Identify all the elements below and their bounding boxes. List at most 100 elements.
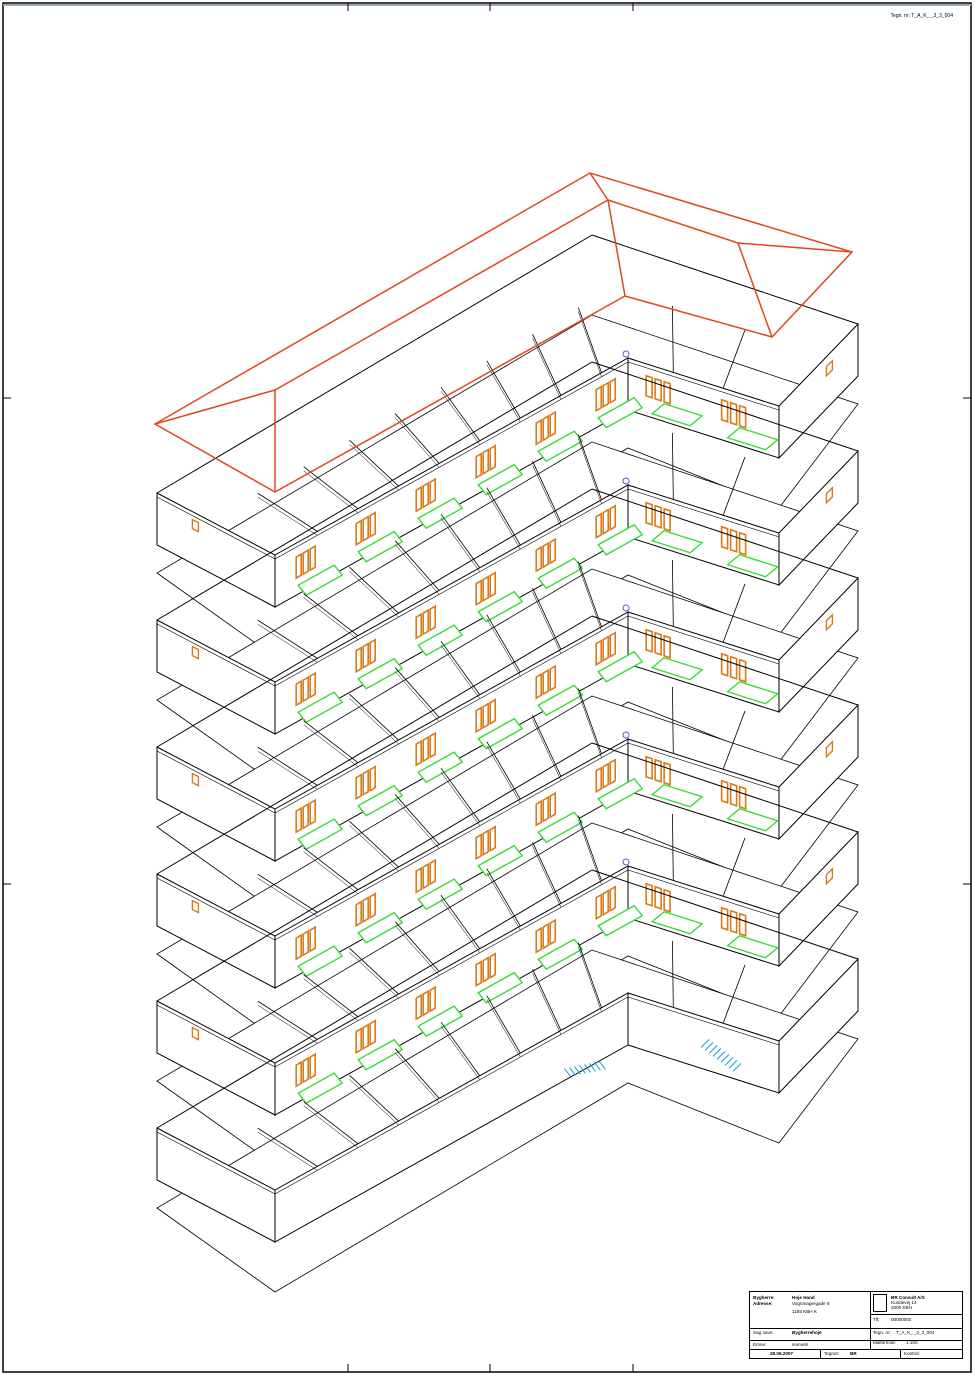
window xyxy=(535,799,543,827)
partition-wall xyxy=(532,460,562,523)
balcony xyxy=(537,557,584,590)
partition-wall xyxy=(532,846,562,908)
stair-step xyxy=(594,1062,601,1071)
window xyxy=(475,579,483,607)
partition-wall xyxy=(440,513,481,568)
partition-wall xyxy=(578,438,602,504)
partition-wall xyxy=(440,518,480,572)
wall-back-wing xyxy=(591,615,859,706)
partition-wall xyxy=(672,305,674,373)
wall-back-wing xyxy=(591,742,859,833)
partition-wall xyxy=(394,921,440,972)
balcony xyxy=(537,684,584,717)
window xyxy=(535,926,543,954)
window xyxy=(475,706,483,734)
wall-inner-edge xyxy=(156,496,276,560)
window xyxy=(482,829,490,857)
window xyxy=(309,544,316,572)
balcony xyxy=(477,590,524,623)
balcony xyxy=(726,807,780,832)
wall-right-end xyxy=(778,322,859,460)
stair-step xyxy=(579,1065,586,1074)
address-line-2: 1165 KBH K xyxy=(792,1309,817,1314)
partition-wall xyxy=(440,645,480,699)
window xyxy=(309,925,316,953)
window xyxy=(415,866,423,894)
partition-wall xyxy=(722,456,746,516)
window xyxy=(720,652,729,677)
project-value: Bygherrehoje xyxy=(792,1330,822,1335)
window xyxy=(595,893,603,921)
window xyxy=(663,888,671,913)
partition-wall xyxy=(532,465,562,527)
window xyxy=(825,486,834,505)
window xyxy=(654,885,662,910)
wall-inner-edge xyxy=(156,623,276,687)
window xyxy=(729,401,738,426)
balcony xyxy=(297,564,344,597)
balcony xyxy=(357,657,404,690)
balcony xyxy=(597,396,644,429)
partition-wall xyxy=(349,444,399,491)
balcony xyxy=(417,878,464,911)
window xyxy=(489,571,497,599)
window xyxy=(825,613,834,632)
partition-wall xyxy=(440,640,481,695)
window xyxy=(738,531,747,556)
company-line-2: Kundevej 14 xyxy=(891,1300,917,1305)
window xyxy=(295,679,302,707)
window xyxy=(355,519,362,547)
partition-wall xyxy=(394,794,440,845)
window xyxy=(355,646,362,674)
floor-4 xyxy=(156,615,859,1039)
window xyxy=(302,929,309,957)
wall-inner-edge xyxy=(274,488,629,687)
window xyxy=(595,385,603,413)
window xyxy=(191,1026,200,1041)
wall-back-long xyxy=(156,869,593,1129)
window xyxy=(549,791,557,819)
partition-wall xyxy=(349,693,399,741)
partition-wall xyxy=(577,561,602,627)
company-line-3: 2000 KBH xyxy=(891,1305,912,1310)
window xyxy=(362,515,369,543)
window xyxy=(475,833,483,861)
window xyxy=(362,769,369,797)
window xyxy=(602,635,610,663)
window xyxy=(309,671,316,699)
window xyxy=(720,525,729,550)
window xyxy=(295,806,302,834)
partition-wall xyxy=(257,1132,318,1171)
window xyxy=(825,359,834,378)
partition-wall xyxy=(257,619,318,659)
window xyxy=(542,795,550,823)
partition-wall xyxy=(578,565,602,631)
balcony xyxy=(650,402,704,427)
partition-wall xyxy=(349,571,399,618)
partition-wall xyxy=(440,772,480,826)
window xyxy=(429,985,437,1013)
partition-wall xyxy=(440,894,481,949)
stair-step xyxy=(728,1060,738,1069)
partition-wall xyxy=(257,624,318,663)
stair-step xyxy=(712,1048,722,1057)
window xyxy=(602,508,610,536)
stair-marker xyxy=(622,477,630,485)
partition-wall xyxy=(257,1005,318,1044)
window xyxy=(422,989,430,1017)
partition-wall xyxy=(303,466,359,510)
stair-step xyxy=(724,1057,734,1066)
balcony xyxy=(597,777,644,810)
window xyxy=(415,993,423,1021)
partition-wall xyxy=(532,973,562,1035)
partition-wall xyxy=(672,813,674,881)
wall-back-wing xyxy=(591,361,859,452)
partition-wall xyxy=(395,544,440,595)
window xyxy=(422,735,430,763)
balcony xyxy=(417,751,464,784)
partition-wall xyxy=(303,1105,359,1148)
partition-wall xyxy=(486,995,521,1054)
stair-step xyxy=(704,1042,714,1051)
partition-wall xyxy=(486,364,521,423)
